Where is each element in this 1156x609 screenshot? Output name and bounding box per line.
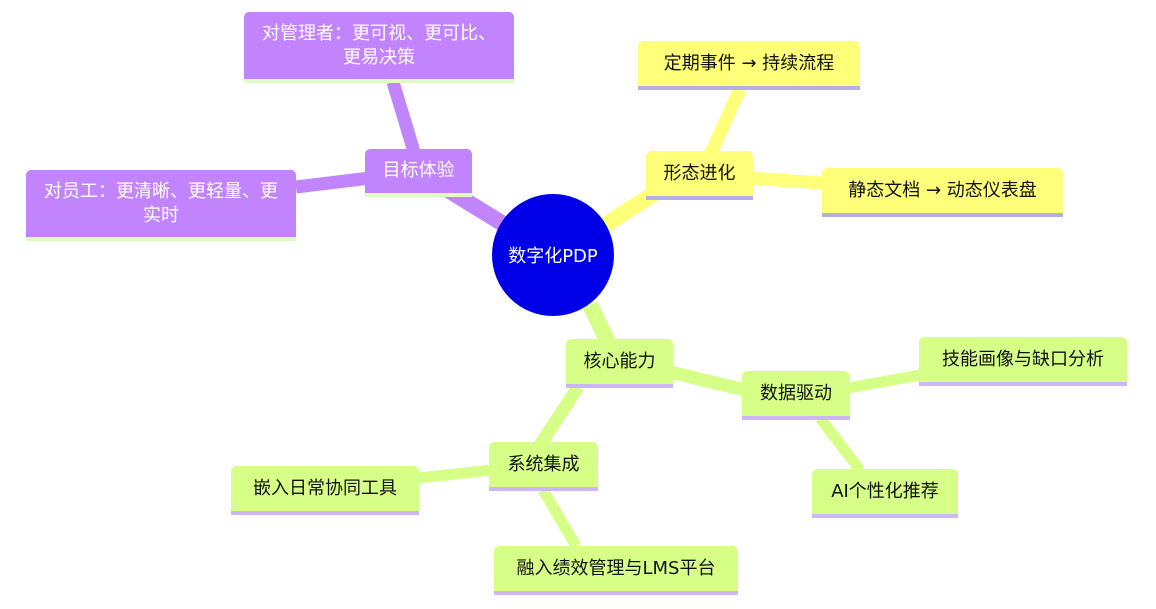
sub-data-driven[interactable]: 数据驱动: [742, 371, 850, 420]
leaf-manager[interactable]: 对管理者：更可视、更可比、更易决策: [244, 12, 514, 83]
node-label: 系统集成: [507, 453, 580, 475]
leaf-skill-profile[interactable]: 技能画像与缺口分析: [919, 337, 1127, 386]
leaf-employee[interactable]: 对员工：更清晰、更轻量、更实时: [26, 170, 296, 241]
edge-data-skill: [847, 369, 921, 394]
branch-goal-experience[interactable]: 目标体验: [365, 149, 472, 197]
node-label: AI个性化推荐: [831, 480, 939, 502]
root-label: 数字化PDP: [508, 246, 598, 267]
node-label: 核心能力: [583, 350, 656, 372]
leaf-performance-lms[interactable]: 融入绩效管理与LMS平台: [494, 546, 738, 595]
edge-system-embed: [418, 464, 493, 484]
node-label: 技能画像与缺口分析: [942, 348, 1104, 370]
edge-form-periodic: [704, 86, 746, 158]
node-label: 嵌入日常协同工具: [253, 477, 397, 499]
edge-root-core: [582, 301, 616, 346]
branch-core-capability[interactable]: 核心能力: [566, 339, 673, 388]
branch-form-evolution[interactable]: 形态进化: [646, 151, 753, 200]
sub-system-integration[interactable]: 系统集成: [489, 442, 598, 491]
edge-goal-employee: [295, 171, 371, 194]
node-label: 对管理者：更可视、更可比、更易决策: [262, 22, 496, 68]
node-label: 定期事件 → 持续流程: [663, 52, 835, 74]
node-label: 融入绩效管理与LMS平台: [516, 557, 716, 579]
node-label: 静态文档 → 动态仪表盘: [848, 179, 1037, 201]
edge-goal-manager: [386, 80, 422, 157]
leaf-embed-tools[interactable]: 嵌入日常协同工具: [231, 466, 419, 515]
leaf-periodic-to-continuous[interactable]: 定期事件 → 持续流程: [638, 41, 860, 90]
node-label: 形态进化: [663, 162, 736, 184]
edge-core-data: [668, 365, 747, 397]
edge-data-ai: [815, 414, 865, 474]
edge-core-system: [534, 383, 584, 449]
leaf-ai-recommend[interactable]: AI个性化推荐: [812, 469, 958, 518]
node-label: 目标体验: [382, 160, 455, 181]
node-label: 数据驱动: [760, 382, 832, 404]
leaf-static-to-dashboard[interactable]: 静态文档 → 动态仪表盘: [822, 168, 1063, 217]
root-node[interactable]: 数字化PDP: [492, 194, 614, 316]
node-label: 对员工：更清晰、更轻量、更实时: [44, 180, 278, 226]
edge-form-static: [749, 171, 823, 190]
edge-system-integrate: [538, 487, 581, 549]
